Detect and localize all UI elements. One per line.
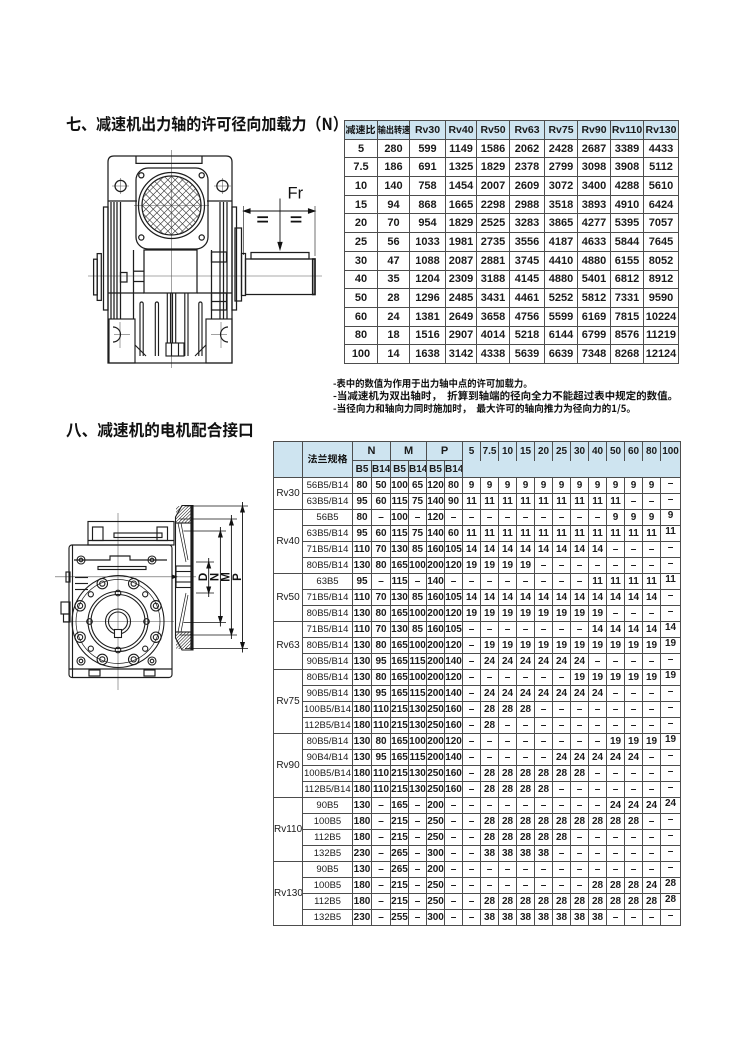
- svg-text:M: M: [221, 572, 233, 582]
- svg-text:P: P: [232, 573, 244, 581]
- svg-text:D: D: [198, 573, 210, 581]
- svg-text:Fr: Fr: [288, 185, 304, 203]
- svg-text:N: N: [210, 573, 222, 581]
